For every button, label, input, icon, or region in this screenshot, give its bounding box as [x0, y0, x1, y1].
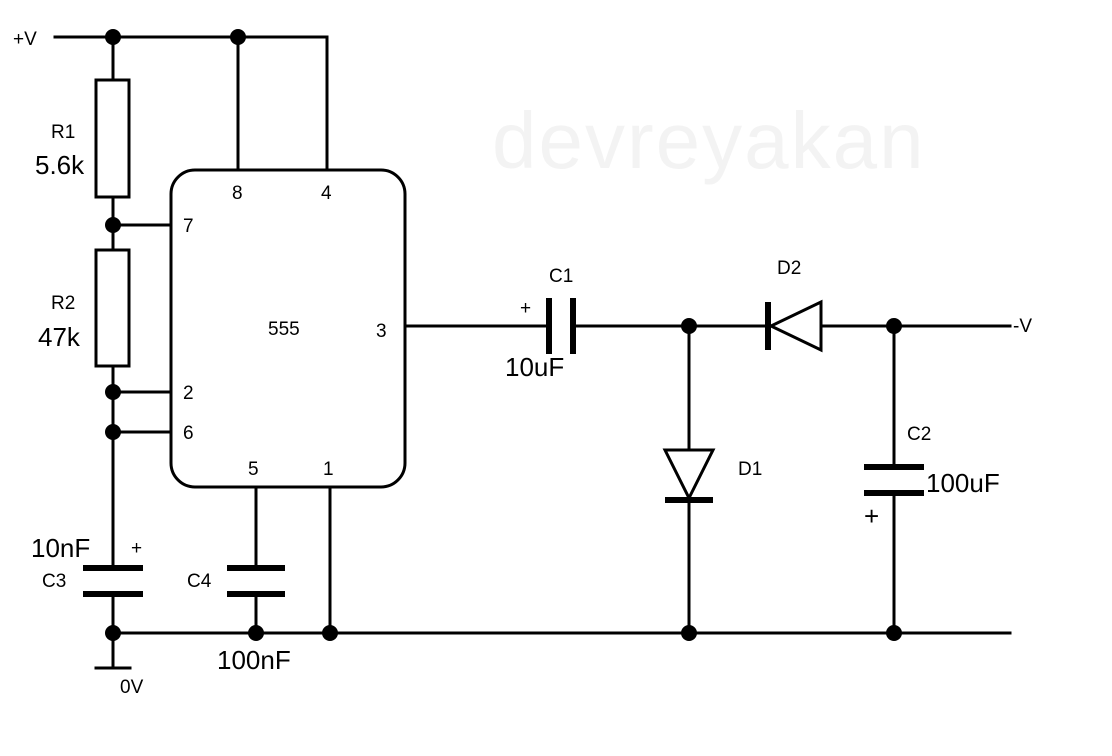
junction-dot [105, 217, 121, 233]
capacitor-c1: C1 + 10uF [505, 266, 576, 382]
diode-d2: D2 [765, 258, 823, 353]
resistor-r2: R2 47k [38, 248, 131, 368]
junction-dot [105, 625, 121, 641]
junction-dot [886, 625, 902, 641]
junction-dot [105, 384, 121, 400]
ground-label: 0V [120, 677, 144, 698]
ic-555: 555 8 4 7 3 2 6 5 1 [169, 168, 407, 489]
c2-polarity: + [864, 501, 879, 531]
c3-value: 10nF [31, 533, 90, 563]
junction-dot [322, 625, 338, 641]
ic-body [169, 168, 407, 489]
junction-dot [105, 424, 121, 440]
diode-triangle [662, 448, 716, 502]
junction-dot [681, 625, 697, 641]
r2-ref: R2 [51, 293, 75, 314]
pin-label-1: 1 [323, 459, 334, 480]
pin-label-6: 6 [183, 423, 194, 444]
capacitor-c4: C4 100nF [187, 565, 291, 675]
wires [53, 35, 1012, 670]
diode-triangle [767, 299, 823, 353]
c1-ref: C1 [549, 266, 573, 287]
c2-ref: C2 [907, 424, 931, 445]
c3-polarity: + [131, 538, 142, 559]
junction-dot [886, 318, 902, 334]
pin-label-8: 8 [232, 183, 243, 204]
diode-d1: D1 [662, 448, 762, 503]
resistor-body [94, 78, 131, 199]
ic-name: 555 [268, 319, 300, 340]
pin-label-4: 4 [321, 183, 332, 204]
capacitor-c3: + 10nF C3 [31, 533, 143, 597]
c1-polarity: + [520, 298, 531, 319]
junction-dot [248, 625, 264, 641]
r1-value: 5.6k [35, 150, 85, 180]
negative-output-label: -V [1013, 316, 1032, 337]
c3-ref: C3 [42, 571, 66, 592]
c4-value: 100nF [217, 645, 291, 675]
r1-ref: R1 [51, 122, 75, 143]
resistor-body [94, 248, 131, 368]
r2-value: 47k [38, 322, 81, 352]
pin-label-3: 3 [376, 321, 387, 342]
resistor-r1: R1 5.6k [35, 78, 131, 199]
positive-rail-label: +V [13, 29, 37, 50]
pin-label-2: 2 [183, 383, 194, 404]
pin-label-5: 5 [248, 459, 259, 480]
c4-ref: C4 [187, 571, 212, 592]
junctions [105, 29, 902, 641]
junction-dot [230, 29, 246, 45]
junction-dot [105, 29, 121, 45]
watermark: devreyakan [492, 96, 926, 185]
pin-label-7: 7 [183, 216, 194, 237]
d2-ref: D2 [777, 258, 801, 279]
c2-value: 100uF [926, 468, 1000, 498]
d1-ref: D1 [738, 459, 762, 480]
junction-dot [681, 318, 697, 334]
capacitor-c2: C2 100uF + [864, 424, 1000, 531]
c1-value: 10uF [505, 352, 564, 382]
